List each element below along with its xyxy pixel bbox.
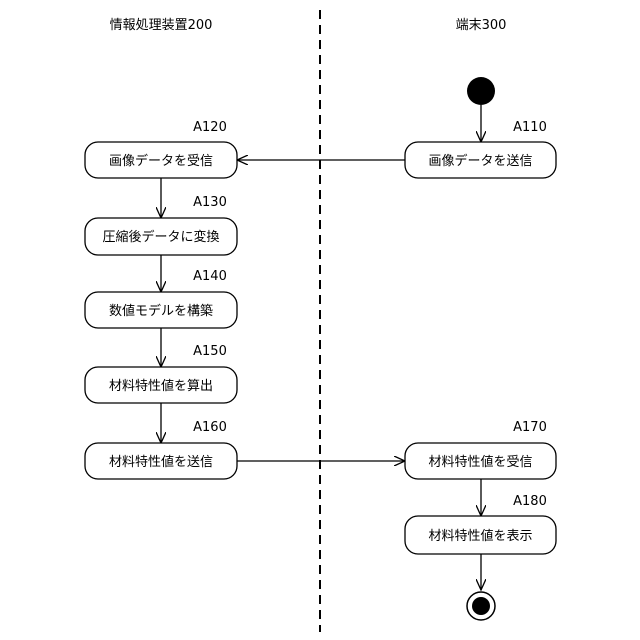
step-id-a140: A140 — [193, 269, 227, 284]
step-id-a160: A160 — [193, 420, 227, 435]
initial-node — [467, 77, 495, 105]
step-id-a170: A170 — [513, 420, 547, 435]
final-node — [467, 592, 495, 620]
step-id-a180: A180 — [513, 494, 547, 509]
activity-label-a150: 材料特性値を算出 — [109, 378, 213, 394]
step-id-a150: A150 — [193, 344, 227, 359]
activity-label-a110: 画像データを送信 — [428, 153, 532, 169]
lane-title-terminal: 端末300 — [456, 18, 507, 33]
step-id-a120: A120 — [193, 120, 227, 135]
step-id-a110: A110 — [513, 120, 547, 135]
lane-title-info-processor: 情報処理装置200 — [110, 18, 213, 33]
step-id-a130: A130 — [193, 195, 227, 210]
activity-label-a180: 材料特性値を表示 — [428, 528, 532, 544]
activity-label-a170: 材料特性値を受信 — [428, 454, 532, 470]
activity-label-a140: 数値モデルを構築 — [109, 303, 213, 319]
activity-label-a160: 材料特性値を送信 — [109, 454, 213, 470]
activity-label-a130: 圧縮後データに変換 — [102, 229, 219, 245]
activity-label-a120: 画像データを受信 — [109, 153, 213, 169]
activity-a120: A120 画像データを受信 — [85, 120, 237, 178]
activity-a170: A170 材料特性値を受信 — [405, 420, 556, 479]
